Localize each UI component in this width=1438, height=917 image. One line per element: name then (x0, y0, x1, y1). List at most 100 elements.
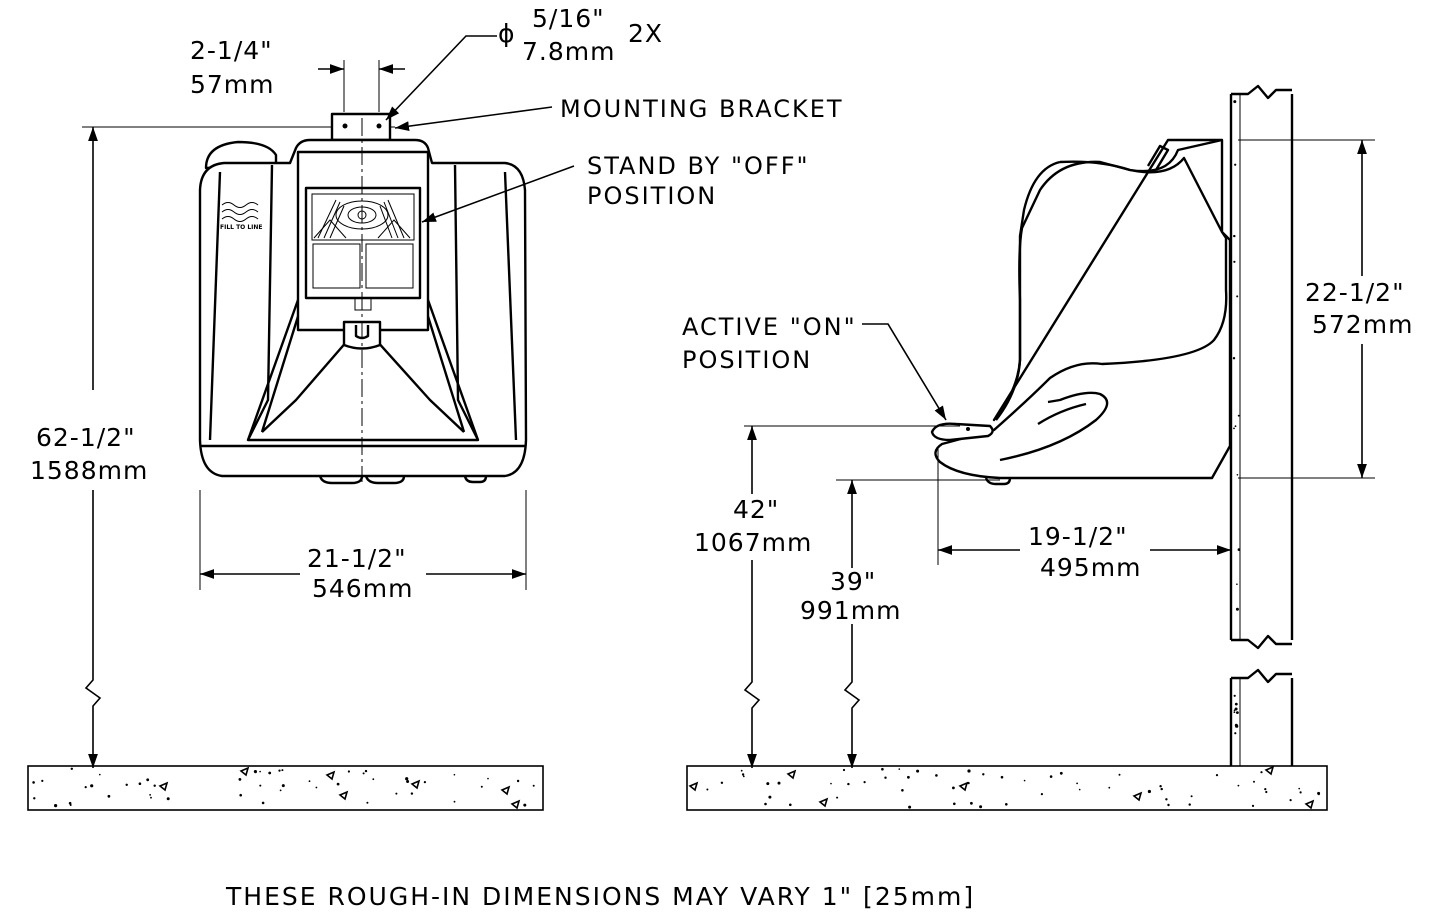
aggregate-speck (347, 770, 350, 773)
aggregate-speck (1023, 779, 1026, 782)
aggregate-speck (1108, 786, 1111, 789)
hole-diameter-imperial: 5/16" (532, 4, 605, 33)
aggregate-speck (908, 805, 912, 809)
aggregate-speck (1253, 780, 1255, 783)
aggregate-speck (1215, 774, 1219, 777)
aggregate-speck (1265, 790, 1268, 794)
aggregate-speck (1234, 723, 1238, 727)
aggregate-speck (453, 800, 456, 803)
bracket-width-metric: 57mm (190, 70, 275, 99)
aggregate-speck (979, 805, 983, 809)
active-height-metric: 1067mm (694, 528, 812, 557)
aggregate-speck (1005, 803, 1008, 806)
aggregate-speck (362, 772, 365, 775)
hole-diameter-symbol: ϕ (498, 19, 516, 48)
aggregate-speck (1118, 773, 1121, 776)
aggregate-speck (308, 780, 311, 783)
aggregate-speck (1236, 474, 1239, 476)
aggregate-speck (1234, 702, 1238, 706)
aggregate-speck (395, 792, 398, 795)
aggregate-speck (138, 782, 142, 785)
aggregate-speck (372, 778, 375, 781)
aggregate-speck (766, 782, 770, 786)
aggregate-speck (153, 784, 156, 787)
aggregate-speck (863, 781, 866, 784)
concrete-aggregate (32, 100, 1321, 810)
aggregate-speck (982, 773, 985, 776)
aggregate-speck (1234, 425, 1237, 428)
aggregate-stone (1304, 799, 1315, 810)
aggregate-speck (278, 769, 281, 772)
mounting-bracket (330, 112, 392, 142)
aggregate-speck (1076, 782, 1078, 785)
aggregate-speck (935, 774, 938, 777)
aggregate-speck (259, 784, 262, 787)
aggregate-speck (480, 785, 483, 788)
aggregate-speck (777, 781, 781, 785)
aggregate-speck (1233, 427, 1235, 430)
aggregate-speck (261, 801, 265, 805)
aggregate-speck (107, 794, 111, 798)
aggregate-speck (970, 801, 973, 805)
depth-metric: 495mm (1040, 553, 1141, 582)
base-height-metric: 991mm (800, 596, 901, 625)
total-height-imperial: 62-1/2" (36, 423, 136, 452)
aggregate-speck (70, 767, 74, 770)
footer-note: THESE ROUGH-IN DIMENSIONS MAY VARY 1" [2… (225, 882, 975, 911)
aggregate-speck (166, 797, 170, 801)
active-callout-line1: ACTIVE "ON" (682, 313, 857, 341)
aggregate-speck (1298, 787, 1300, 790)
aggregate-stone (1264, 765, 1275, 776)
aggregate-speck (764, 802, 767, 806)
aggregate-speck (364, 769, 368, 773)
width-metric: 546mm (312, 574, 413, 603)
aggregate-speck (68, 801, 72, 805)
aggregate-stone (325, 770, 336, 781)
aggregate-speck (1159, 785, 1162, 788)
aggregate-speck (366, 801, 369, 804)
aggregate-stone (510, 799, 521, 810)
mounting-bracket-callout: MOUNTING BRACKET (560, 95, 844, 123)
aggregate-speck (953, 802, 956, 806)
aggregate-speck (1233, 694, 1236, 697)
aggregate-stone (158, 781, 169, 792)
aggregate-speck (54, 804, 58, 808)
active-callout-line2: POSITION (682, 346, 812, 374)
aggregate-speck (1264, 788, 1267, 791)
aggregate-speck (1237, 414, 1240, 417)
aggregate-speck (1236, 583, 1238, 585)
aggregate-stone (688, 781, 699, 792)
aggregate-speck (90, 784, 94, 788)
aggregate-speck (1289, 799, 1292, 802)
aggregate-speck (789, 803, 792, 807)
aggregate-stone (1132, 791, 1143, 802)
aggregate-speck (1237, 548, 1241, 551)
aggregate-speck (847, 782, 850, 786)
fill-cap (204, 140, 278, 170)
aggregate-speck (916, 769, 920, 773)
aggregate-speck (253, 770, 257, 774)
aggregate-speck (901, 789, 904, 792)
side-floor-slab (686, 765, 1328, 811)
aggregate-speck (268, 771, 272, 775)
base-height-imperial: 39" (830, 567, 876, 596)
aggregate-speck (99, 773, 101, 776)
aggregate-stone (786, 769, 797, 780)
aggregate-speck (150, 796, 152, 799)
aggregate-speck (830, 782, 832, 785)
aggregate-speck (146, 778, 150, 782)
aggregate-speck (1233, 260, 1236, 263)
aggregate-speck (1234, 707, 1238, 711)
fill-to-line-label: FILL TO LINE (220, 224, 263, 231)
aggregate-speck (1260, 771, 1263, 774)
depth-imperial: 19-1/2" (1028, 522, 1128, 551)
aggregate-speck (41, 779, 44, 783)
aggregate-speck (742, 775, 745, 778)
aggregate-speck (259, 770, 261, 773)
aggregate-speck (1237, 784, 1240, 787)
aggregate-speck (952, 786, 955, 790)
aggregate-speck (1165, 798, 1168, 801)
aggregate-speck (740, 769, 743, 772)
aggregate-speck (1235, 607, 1239, 611)
